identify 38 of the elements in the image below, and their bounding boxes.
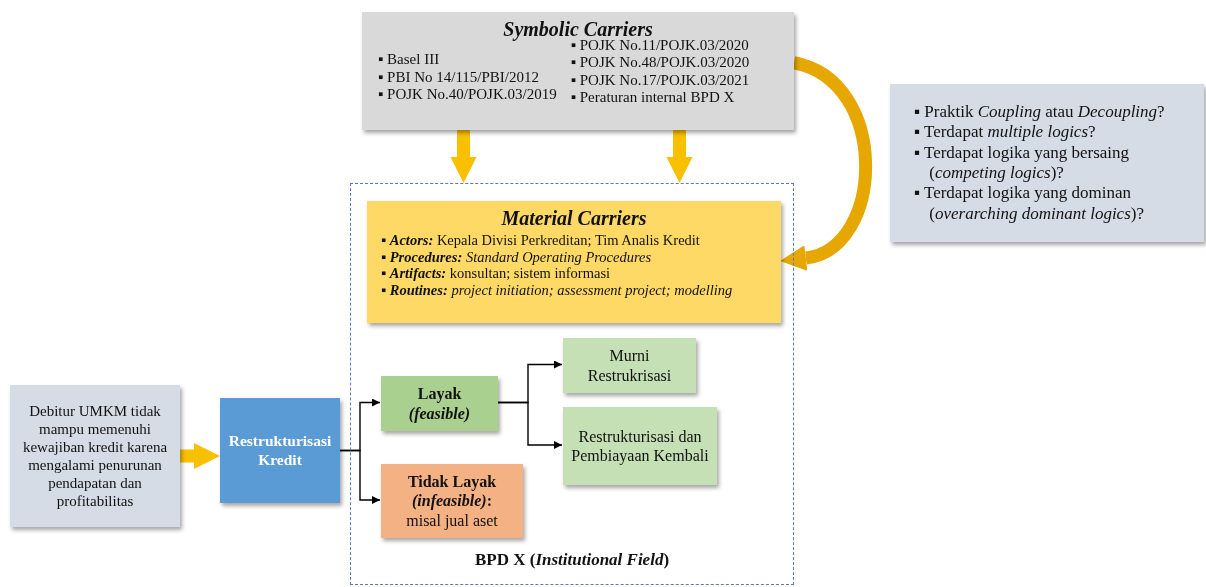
- box-text: Debitur UMKM tidak mampu memenuhi kewajiban kredit karena mengalami penurunan pendapatan dan profitabilitas: [21, 402, 169, 510]
- box-title: Layak (feasible): [407, 384, 472, 423]
- feasible-box: [381, 376, 498, 431]
- list-item: ▪ Procedures: Standard Operating Procedures: [381, 248, 653, 266]
- list-item: ▪ POJK No.48/POJK.03/2020: [570, 54, 750, 72]
- question-item: ▪ Praktik Coupling atau Decoupling?: [914, 101, 1166, 123]
- list-item: ▪ Actors: Kepala Divisi Perkreditan; Tim Analis Kredit: [381, 232, 701, 249]
- box-text: misal jual aset: [406, 510, 498, 530]
- process-box: [220, 398, 340, 503]
- question-item: ▪ Terdapat logika yang bersaing (competing logics)?: [914, 142, 1131, 184]
- list-item: ▪ PBI No 14/115/PBI/2012: [378, 68, 541, 86]
- outcome-box: [563, 407, 717, 485]
- field-label: BPD X (Institutional Field): [473, 550, 671, 570]
- list-item: ▪ POJK No.17/POJK.03/2021: [570, 71, 750, 89]
- block-arrow: [450, 130, 477, 183]
- arrow: [339, 449, 381, 504]
- block-arrow: [180, 443, 220, 469]
- box-text: Restrukturisasi dan Pembiayaan Kembali: [570, 426, 710, 466]
- institutional-field-box: [350, 183, 794, 585]
- list-item: ▪ Routines: project initiation; assessment project; modelling: [381, 282, 734, 299]
- box-text: Murni Restrukrisasi: [586, 346, 673, 385]
- outcome-box: [563, 338, 696, 393]
- list-item: ▪ POJK No.40/POJK.03/2019: [378, 85, 557, 103]
- debtor-condition-box: [10, 385, 180, 527]
- box-heading: Material Carriers: [500, 207, 648, 230]
- block-arrow: [780, 56, 873, 271]
- box-title: Restrukturisasi Kredit: [227, 431, 333, 470]
- symbolic-carriers-box: [362, 12, 794, 130]
- list-item: ▪ Peraturan internal BPD X: [570, 88, 736, 106]
- list-item: ▪ Artifacts: konsultan; sistem informasi: [381, 265, 612, 282]
- questions-box: [890, 84, 1204, 242]
- list-item: ▪ Basel III: [378, 51, 441, 69]
- infeasible-box: [381, 464, 523, 538]
- box-title: Tidak Layak (infeasible):: [406, 472, 498, 511]
- material-carriers-box: [367, 201, 781, 323]
- block-arrow: [666, 130, 693, 183]
- question-item: ▪ Terdapat multiple logics?: [914, 122, 1097, 143]
- question-item: ▪ Terdapat logika yang dominan (overarching dominant logics)?: [914, 183, 1145, 225]
